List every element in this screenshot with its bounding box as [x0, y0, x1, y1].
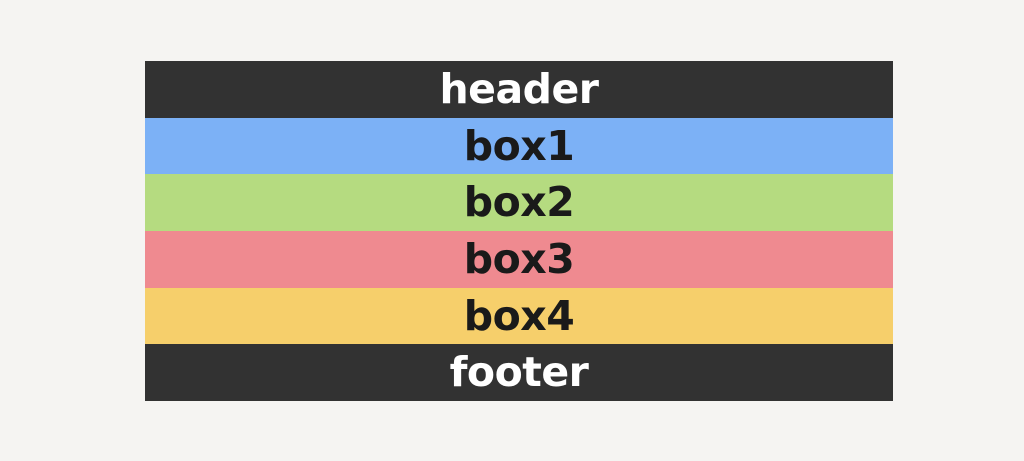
layout-container: header box1 box2 box3 box4 footer — [145, 61, 893, 402]
layout-row-box1[interactable]: box1 — [145, 117, 893, 175]
layout-row-box3-label: box3 — [463, 234, 575, 283]
layout-row-footer[interactable]: footer — [145, 344, 893, 402]
layout-row-box1-label: box1 — [463, 121, 575, 170]
layout-row-box4[interactable]: box4 — [145, 287, 893, 345]
layout-row-box4-label: box4 — [463, 291, 575, 340]
layout-row-header-label: header — [439, 64, 599, 113]
layout-row-box2-label: box2 — [463, 178, 575, 227]
layout-row-footer-label: footer — [449, 348, 589, 397]
layout-row-header[interactable]: header — [145, 61, 893, 118]
layout-row-box3[interactable]: box3 — [145, 231, 893, 288]
layout-row-box2[interactable]: box2 — [145, 174, 893, 232]
